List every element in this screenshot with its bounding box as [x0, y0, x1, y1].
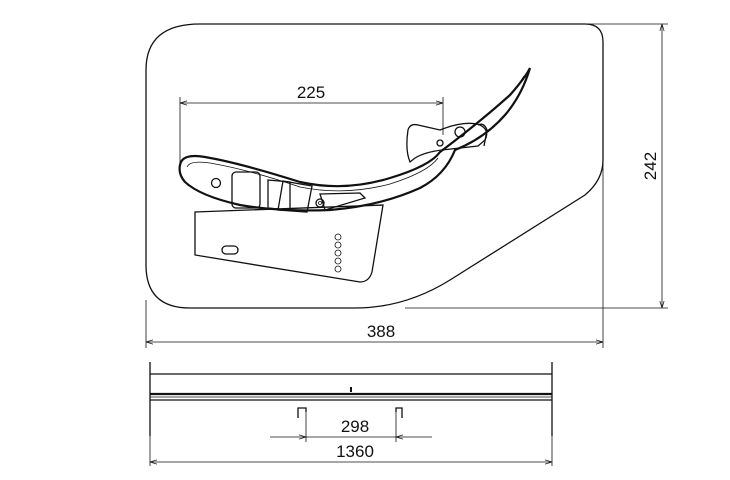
dimension-242: 242 [405, 23, 668, 309]
dim-label-388: 388 [367, 322, 395, 341]
dim-label-1360: 1360 [336, 442, 374, 461]
plate-outline [145, 23, 604, 309]
dimension-298: 298 [270, 412, 432, 442]
leaf-shape [178, 67, 532, 212]
dim-label-225: 225 [297, 83, 325, 102]
mount-panel [194, 204, 384, 283]
hook-bracket [406, 122, 488, 164]
dimension-388: 388 [145, 160, 604, 348]
dim-label-298: 298 [341, 417, 369, 436]
leaf-windows [210, 171, 367, 213]
dim-label-242: 242 [641, 152, 660, 180]
side-view [149, 362, 553, 436]
dimension-1360: 1360 [149, 436, 553, 466]
dimension-225: 225 [179, 83, 444, 163]
